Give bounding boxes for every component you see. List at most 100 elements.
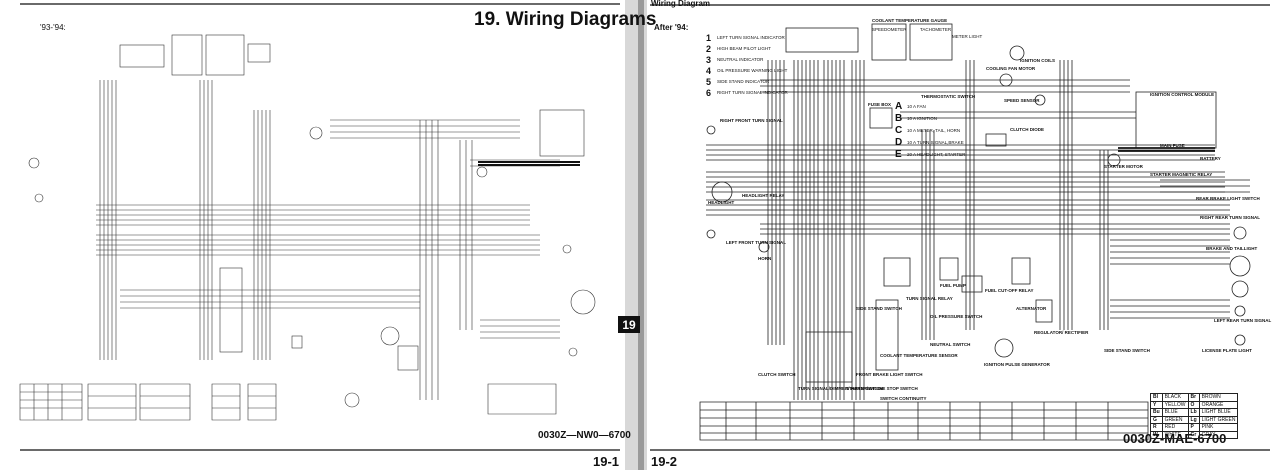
wire-code: Br	[1187, 393, 1200, 402]
wire-code: O	[1187, 400, 1200, 409]
wire-code: W	[1150, 430, 1163, 439]
wire-code: Y	[1150, 400, 1163, 409]
legend-item: 6 RIGHT TURN SIGNAL INDICATOR	[706, 87, 788, 98]
legend-label: LEFT TURN SIGNAL INDICATOR	[717, 35, 785, 40]
wire-code: P	[1187, 423, 1200, 432]
wire-code: Gr	[1187, 430, 1200, 439]
label-starter-motor: STARTER MOTOR	[1104, 164, 1143, 169]
label-fuse-box: FUSE BOX	[868, 102, 892, 107]
wire-code: Bl	[1150, 393, 1163, 402]
wire-code: R	[1150, 423, 1163, 432]
fuse-item: C 10 A METER, TAIL, HORN	[895, 124, 965, 136]
wire-color: ORANGE	[1198, 400, 1239, 409]
label-speedometer: SPEEDOMETER	[872, 27, 907, 32]
legend-label: SIDE STAND INDICATOR	[717, 79, 770, 84]
wire-code: Bu	[1150, 408, 1163, 417]
label-ignition-coils: IGNITION COILS	[1020, 58, 1056, 63]
left-main-harness	[478, 161, 580, 166]
label-ignition-control-module: IGNITION CONTROL MODULE	[1150, 92, 1215, 97]
label-horn: HORN	[758, 256, 772, 261]
label-starter-magnetic-relay: STARTER MAGNETIC RELAY	[1150, 172, 1213, 177]
label-clutch-diode: CLUTCH DIODE	[1010, 127, 1044, 132]
legend-item: 1 LEFT TURN SIGNAL INDICATOR	[706, 32, 788, 43]
legend-number: 2	[706, 43, 712, 54]
label-brake-and-taillight: BRAKE AND TAILLIGHT	[1206, 246, 1258, 251]
label-battery: BATTERY	[1200, 156, 1221, 161]
legend-number: 6	[706, 87, 712, 98]
label-right-front-turn-signal: RIGHT FRONT TURN SIGNAL	[720, 118, 783, 123]
legend-number: 5	[706, 76, 712, 87]
label-coolant-temp-sensor: COOLANT TEMPERATURE SENSOR	[880, 353, 958, 358]
label-ignition-pulse-generator: IGNITION PULSE GENERATOR	[984, 362, 1050, 367]
right-main-harness	[1118, 147, 1215, 152]
legend-label: RIGHT TURN SIGNAL INDICATOR	[717, 90, 788, 95]
wire-color: GREEN	[1161, 415, 1189, 424]
label-rear-brake-light-switch: REAR BRAKE LIGHT SWITCH	[1196, 196, 1260, 201]
label-side-stand-switch-left: SIDE STAND SWITCH	[856, 306, 902, 311]
label-thermostatic-switch: THERMOSTATIC SWITCH	[921, 94, 976, 99]
right-page-number: 19-2	[651, 454, 678, 469]
wire-color: GRAY	[1198, 430, 1239, 439]
wire-code: Lb	[1187, 408, 1200, 417]
fuse-label: 10 A METER, TAIL, HORN	[907, 127, 961, 133]
gutter-fold	[638, 0, 644, 470]
wire-color: PINK	[1198, 423, 1239, 432]
label-coolant-temp-gauge: COOLANT TEMPERATURE GAUGE	[872, 18, 948, 23]
legend-number: 1	[706, 32, 712, 43]
wire-color: BLACK	[1161, 393, 1189, 402]
label-license-plate-light: LICENSE PLATE LIGHT	[1202, 348, 1252, 353]
fuse-letter: A	[895, 100, 903, 112]
wire-color: LIGHT BLUE	[1198, 408, 1239, 417]
fuse-label: 20 A HEADLIGHT, STARTER	[907, 151, 966, 157]
label-oil-pressure-switch: OIL PRESSURE SWITCH	[930, 314, 983, 319]
label-tachometer: TACHOMETER	[920, 27, 952, 32]
wire-color: BLUE	[1161, 408, 1189, 417]
wire-code: Lg	[1187, 415, 1200, 424]
wire-color: BROWN	[1198, 393, 1239, 402]
left-schematic	[19, 34, 596, 421]
label-turn-signal-relay: TURN SIGNAL RELAY	[906, 296, 953, 301]
legend-label: OIL PRESSURE WARNING LIGHT	[717, 68, 788, 73]
right-period-label: After '94:	[654, 23, 689, 32]
wire-color: RED	[1161, 423, 1189, 432]
label-regulator-rectifier: REGULATOR/ RECTIFIER	[1034, 330, 1089, 335]
label-left-front-turn-signal: LEFT FRONT TURN SIGNAL	[726, 240, 786, 245]
left-page-number: 19-1	[593, 454, 620, 469]
left-model-code: 0030Z—NW0—6700	[538, 430, 631, 441]
fuse-letter: C	[895, 124, 903, 136]
label-left-rear-turn-signal: LEFT REAR TURN SIGNAL	[1214, 318, 1272, 323]
label-switch-continuity: SWITCH CONTINUITY	[880, 396, 927, 401]
label-front-brake-light-switch: FRONT BRAKE LIGHT SWITCH	[856, 372, 923, 377]
label-main-fuse: MAIN FUSE	[1160, 143, 1185, 148]
label-cooling-fan-motor: COOLING FAN MOTOR	[986, 66, 1036, 71]
fuse-letter: D	[895, 136, 903, 148]
label-headlight: HEADLIGHT	[708, 200, 735, 205]
label-neutral-switch: NEUTRAL SWITCH	[930, 342, 971, 347]
legend-item: 5 SIDE STAND INDICATOR	[706, 76, 788, 87]
chapter-tab: 19	[618, 316, 640, 333]
right-page-header: Wiring Diagram	[651, 0, 711, 8]
label-speed-sensor: SPEED SENSOR	[1004, 98, 1040, 103]
right-schematic	[699, 23, 1251, 441]
label-headlight-relay: HEADLIGHT RELAY	[742, 193, 785, 198]
label-clutch-switch: CLUTCH SWITCH	[758, 372, 796, 377]
wire-color: YELLOW	[1161, 400, 1189, 409]
wire-code: G	[1150, 415, 1163, 424]
label-meter-light: METER LIGHT	[952, 34, 983, 39]
wire-color: LIGHT GREEN	[1198, 415, 1239, 424]
